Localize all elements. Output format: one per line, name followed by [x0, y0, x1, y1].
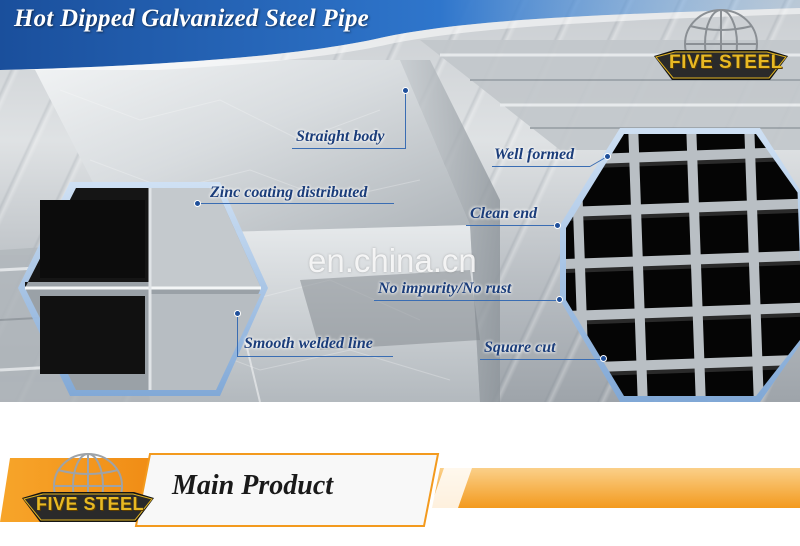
callout-leader: [237, 356, 393, 357]
watermark-text: en.china.cn: [308, 242, 477, 279]
callout-pin: [604, 153, 611, 160]
logo-brand-text-bottom: FIVE STEEL: [36, 494, 145, 514]
product-hero-image: Hot Dipped Galvanized Steel Pipe FIVE ST…: [0, 0, 800, 402]
callout-pin: [600, 355, 607, 362]
callout-leader: [374, 300, 560, 301]
callout-smooth-welded-line: Smooth welded line: [244, 335, 373, 352]
callout-well-formed: Well formed: [494, 146, 575, 163]
callout-leader: [466, 225, 558, 226]
callout-pin: [234, 310, 241, 317]
callout-leader: [492, 166, 590, 167]
callout-pin: [402, 87, 409, 94]
callout-straight-body: Straight body: [296, 128, 385, 145]
five-steel-logo: [654, 9, 788, 80]
callout-clean-end: Clean end: [470, 205, 538, 222]
title-banner: [0, 0, 800, 70]
five-steel-logo-bottom: [22, 453, 154, 522]
callout-leader: [200, 203, 394, 204]
section-title: Main Product: [172, 470, 334, 501]
callout-pin: [556, 296, 563, 303]
callout-leader: [292, 148, 406, 149]
callout-no-impurity: No impurity/No rust: [378, 280, 512, 297]
pipe-illustration: [0, 40, 800, 402]
callout-square-cut: Square cut: [484, 339, 556, 356]
callout-pin: [554, 222, 561, 229]
callout-leader: [405, 94, 406, 148]
callout-zinc-coating: Zinc coating distributed: [210, 184, 368, 201]
callout-leader: [237, 317, 238, 356]
logo-brand-text: FIVE STEEL: [669, 52, 783, 73]
page-title: Hot Dipped Galvanized Steel Pipe: [14, 5, 369, 32]
callout-pin: [194, 200, 201, 207]
callout-leader: [480, 359, 604, 360]
